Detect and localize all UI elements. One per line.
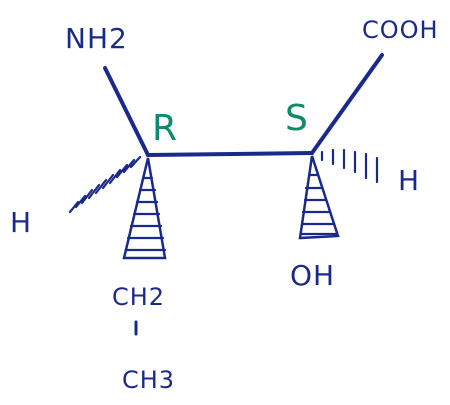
label-descriptor-r: R [152, 108, 177, 149]
label-descriptor-s: S [285, 98, 308, 139]
hashed-bond-right-h [320, 148, 379, 184]
hashed-wedge-right [298, 155, 340, 240]
label-hydroxyl-group: OH [290, 259, 335, 292]
bond-right-carbon-to-carboxyl [310, 53, 384, 155]
label-amine-group: NH2 [65, 22, 128, 55]
bond-left-carbon-to-amine [103, 66, 150, 157]
label-right-hydrogen: H [398, 164, 420, 197]
wavy-bond-left-h [68, 155, 142, 214]
label-carboxyl-group: COOH [362, 16, 439, 44]
label-left-hydrogen: H [10, 206, 32, 239]
label-ch2-group: CH2 [112, 283, 165, 311]
bond-carbon-carbon [146, 151, 314, 157]
label-ch3-group: CH3 [122, 366, 175, 394]
hashed-wedge-left [122, 157, 167, 260]
